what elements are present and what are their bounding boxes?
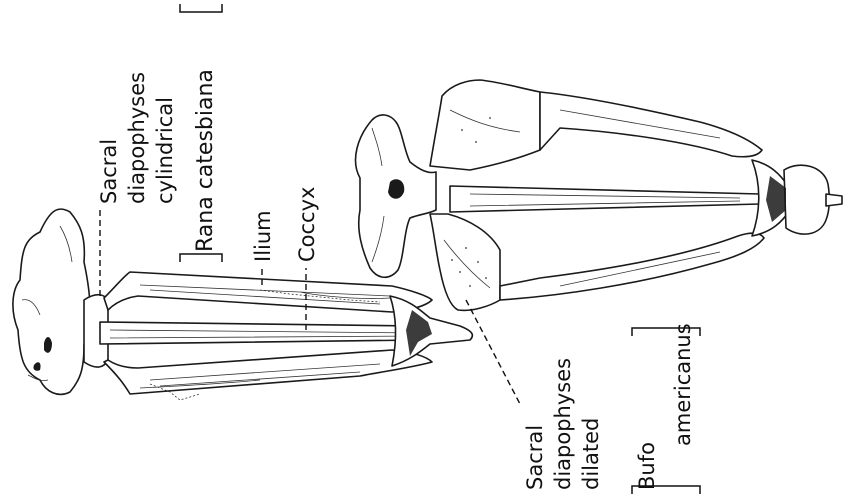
bufo-dilated-diapophysis-upper — [430, 80, 540, 170]
label-bufo-diapophyses: diapophyses — [551, 358, 575, 490]
label-rana-species: Rana catesbiana — [193, 69, 218, 252]
bufo-ilium-lower — [500, 233, 764, 300]
label-bufo-dilated: dilated — [579, 418, 603, 490]
label-rana-sacral: Sacral — [97, 139, 121, 204]
bufo-pubic-disc — [784, 165, 829, 234]
label-bufo-epithet: americanus — [671, 323, 695, 446]
label-rana-diapophyses: diapophyses — [125, 72, 149, 204]
bufo-dilated-diapophysis-lower — [430, 214, 500, 310]
rana-sacral-vertebra — [13, 209, 90, 394]
label-ilium: Ilium — [251, 210, 275, 262]
label-bufo-sacral: Sacral — [523, 425, 547, 490]
bufo-coccyx-bone — [450, 186, 760, 212]
bufo-skeleton — [356, 80, 842, 310]
label-rana-cylindrical: cylindrical — [153, 97, 177, 204]
label-bufo-genus: Bufo — [635, 442, 659, 490]
rana-ilium-upper — [104, 272, 432, 312]
bufo-ilium-upper — [540, 92, 762, 157]
leader-bufo-diapophyses — [466, 300, 520, 404]
label-coccyx: Coccyx — [295, 187, 319, 262]
